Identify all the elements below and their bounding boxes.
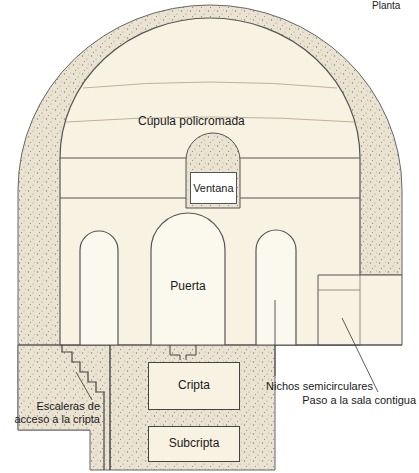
- node-text: Ventana: [193, 182, 233, 195]
- stairs-label: Escaleras de acceso a la cripta: [4, 400, 100, 425]
- dome-label: Cúpula policromada: [138, 115, 245, 129]
- niches-label: Nichos semicirculares: [266, 380, 373, 393]
- passage-label: Paso a la sala contigua: [290, 394, 416, 407]
- leader-line: [275, 300, 276, 376]
- window-label-box: Ventana: [190, 172, 237, 204]
- stairs: [110, 345, 111, 470]
- leader-line: [76, 372, 92, 400]
- window-frame: [186, 133, 240, 208]
- floor: [18, 344, 402, 345]
- interior: [60, 18, 360, 345]
- niche: [256, 230, 296, 345]
- crypt-box: Cripta: [148, 362, 240, 410]
- passage: [318, 275, 402, 345]
- niche: [80, 231, 118, 345]
- node-text: Cripta: [178, 379, 210, 393]
- node-text: Subcripta: [169, 437, 220, 451]
- door-arch: [151, 213, 225, 345]
- passage-edge: [318, 290, 360, 291]
- node-text: Puerta: [170, 280, 205, 294]
- crypt-opening: [170, 345, 196, 360]
- passage-edge: [360, 275, 361, 345]
- door-box: Puerta: [153, 262, 223, 312]
- subcrypt-box: Subcripta: [148, 426, 240, 462]
- plan-label: Planta: [372, 0, 400, 12]
